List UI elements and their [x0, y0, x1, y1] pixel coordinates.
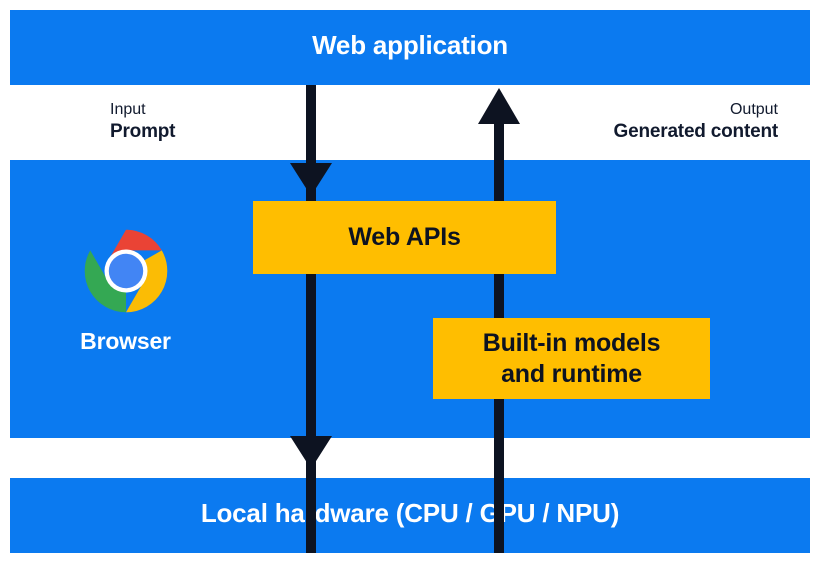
web-apis-box[interactable]: Web APIs	[253, 201, 556, 274]
web-application-title: Web application	[312, 30, 508, 60]
builtin-models-label: Built-in models and runtime	[482, 329, 661, 388]
browser-group: Browser	[54, 228, 197, 355]
chrome-logo-icon	[84, 229, 167, 313]
input-value: Prompt	[110, 120, 176, 142]
output-caption: Output	[729, 101, 778, 118]
local-hardware-title: Local hardware (CPU / GPU / NPU)	[200, 498, 620, 528]
web-application-band	[10, 10, 810, 85]
output-flow-label: Output Generated content	[613, 100, 779, 143]
input-caption: Input	[110, 101, 146, 118]
input-flow-label: Input Prompt	[110, 100, 176, 143]
local-hardware-band	[10, 478, 810, 553]
web-apis-label: Web APIs	[348, 223, 461, 252]
browser-label: Browser	[80, 328, 171, 354]
builtin-models-box[interactable]: Built-in models and runtime	[433, 318, 710, 399]
output-value: Generated content	[613, 120, 779, 142]
